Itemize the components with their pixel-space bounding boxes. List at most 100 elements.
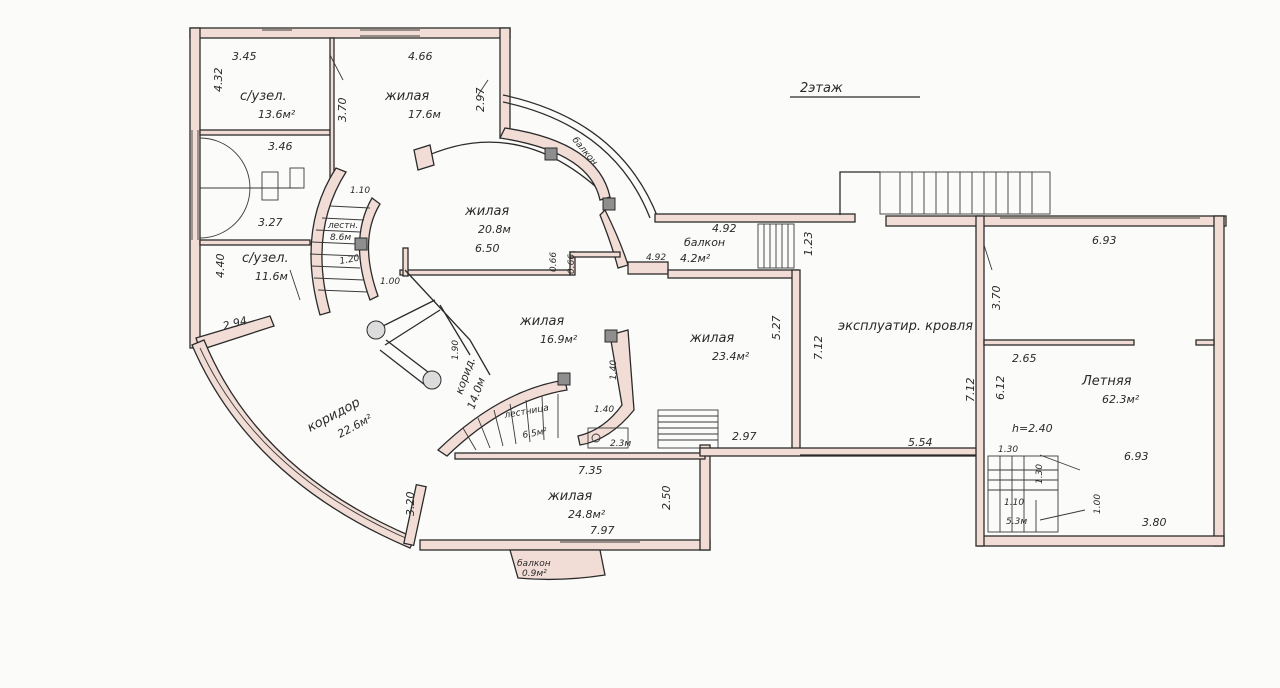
corridor-diagonal-1 — [404, 269, 491, 376]
room-name: лестн. — [327, 221, 358, 231]
dimension: 2.97 — [474, 88, 487, 113]
wall-living-bottom — [399, 269, 571, 276]
wall-summer-interior — [983, 339, 1135, 346]
door-swing-2 — [477, 79, 489, 96]
corridor-diagonal-6 — [439, 304, 471, 356]
wall-bathroom-h — [199, 129, 331, 136]
dimension: 1.23 — [802, 232, 815, 257]
dimension: 7.97 — [590, 524, 615, 537]
room-area: 24.8м² — [568, 508, 606, 521]
room-name: жилая — [384, 89, 429, 104]
room-name: жилая — [519, 314, 564, 329]
exterior-stair-rail — [839, 171, 880, 215]
room-name: балкон — [684, 236, 725, 249]
pillar-2 — [422, 370, 442, 390]
wall-right-lower-living — [699, 444, 711, 551]
wall-segment-320 — [403, 483, 427, 547]
sink-fixture — [261, 171, 279, 201]
dimension: 4.92 — [646, 253, 666, 263]
room-name: жилая — [547, 489, 592, 504]
dimension: 4.66 — [408, 50, 433, 63]
dimension: 7.12 — [964, 378, 977, 403]
dimension: 3.80 — [1142, 516, 1167, 529]
small-bath-fixture — [587, 427, 629, 449]
dimension: 2.65 — [1012, 352, 1037, 365]
room-name: Летняя — [1081, 374, 1132, 389]
wall-living-top — [454, 452, 706, 460]
dimension: 6.93 — [1124, 450, 1149, 463]
dimension: 1.20 — [339, 254, 361, 267]
wall-step-2 — [569, 251, 621, 258]
wall-summer-right — [1213, 215, 1225, 547]
toilet-fixture — [289, 167, 305, 189]
room-area: 0.9м² — [522, 569, 547, 579]
small-sink — [591, 433, 601, 443]
room-name: жилая — [689, 331, 734, 346]
column-arc — [544, 147, 558, 161]
dimension: 1.40 — [594, 405, 614, 415]
wall-summer-interior-stub — [1195, 339, 1215, 346]
wall-summer-left — [975, 215, 985, 547]
corridor-diagonal-3 — [384, 309, 441, 346]
dimension: 1.00 — [1093, 494, 1103, 514]
floor-label: 2этаж — [800, 81, 843, 96]
door-summer — [983, 244, 993, 271]
wall-left — [189, 27, 201, 349]
wall-summer-bottom — [977, 535, 1225, 547]
stair-small-center — [657, 409, 719, 449]
dimension: 1.90 — [451, 340, 461, 360]
dimension: 1.30 — [998, 445, 1018, 455]
dimension: 3.45 — [232, 50, 257, 63]
stair-summer — [987, 455, 1059, 533]
dimension: 7.35 — [578, 464, 603, 477]
wall-balcony-right-top — [654, 213, 856, 223]
wall-step-3 — [627, 261, 669, 275]
dimension: 4.32 — [212, 68, 225, 93]
room-area: 6.5м² — [522, 427, 548, 441]
stair-lower-column — [557, 372, 571, 386]
dimension: 2.50 — [660, 486, 673, 511]
room-area: 16.9м² — [540, 333, 578, 346]
wall-top-left — [189, 27, 511, 39]
room-name: с/узел. — [242, 251, 289, 266]
dimension: h=2.40 — [1012, 422, 1053, 435]
dimension: 0.66 — [549, 252, 559, 272]
dimension-labels: 3.45 4.66 4.32 3.70 2.97 3.46 3.27 4.40 … — [212, 50, 1167, 537]
room-area: 17.6м — [408, 108, 441, 121]
dimension: 2.3м — [610, 439, 631, 449]
corridor-diagonal-5 — [379, 349, 426, 386]
room-area: 13.6м² — [258, 108, 296, 121]
dimension: 6.50 — [475, 242, 500, 255]
stair-lower-column-2 — [604, 329, 618, 343]
stair-balcony — [757, 223, 795, 269]
dimension: 1.10 — [1004, 498, 1024, 508]
dimension: 0.66 — [567, 254, 577, 274]
stair-lower-right-wall — [577, 329, 635, 446]
room-area: 11.6м — [255, 270, 288, 283]
room-name: жилая — [464, 204, 509, 219]
stair-treads-upper — [309, 205, 371, 293]
wall-living-arc — [417, 141, 611, 201]
room-name: балкон — [517, 559, 551, 569]
wall-arc-lower — [599, 208, 629, 269]
wall-bottom-living — [419, 539, 711, 551]
dimension: 1.00 — [380, 277, 400, 287]
pillar-1 — [366, 320, 386, 340]
wall-right-upper — [499, 27, 511, 139]
stair-column-1 — [354, 237, 368, 251]
wall-left-stub — [402, 247, 409, 277]
room-area: 5.3м — [1006, 517, 1027, 527]
dimension: 2.97 — [732, 430, 757, 443]
room-name: с/узел. — [240, 89, 287, 104]
dimension: 1.30 — [1035, 464, 1045, 484]
dimension: 1.40 — [609, 360, 619, 380]
stair-curved-wall-inner — [358, 197, 381, 301]
dimension: 7.12 — [812, 336, 825, 361]
balcony-upper-outer — [502, 94, 659, 219]
dimension: 4.92 — [712, 222, 737, 235]
room-area: 62.3м² — [1102, 393, 1140, 406]
wall-curved-corridor — [191, 339, 416, 549]
room-area: 4.2м² — [680, 252, 711, 265]
dimension: 6.93 — [1092, 234, 1117, 247]
